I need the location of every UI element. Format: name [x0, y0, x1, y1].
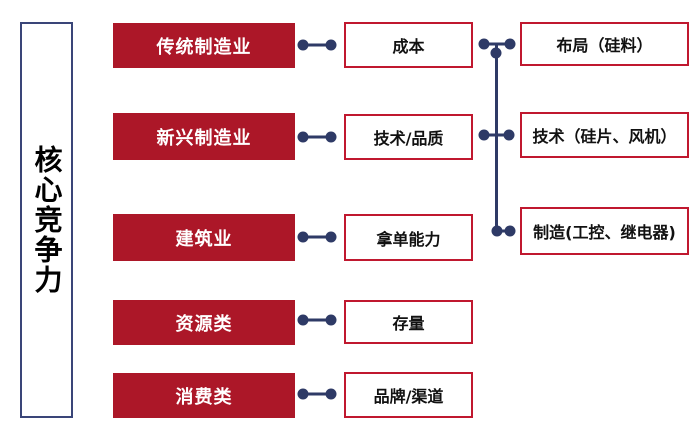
competence-order-winning: 拿单能力: [344, 214, 473, 261]
category-consumer: 消费类: [113, 373, 295, 418]
detail-label: 布局（硅料）: [556, 36, 653, 55]
detail-label: 制造(工控、继电器): [533, 223, 676, 242]
root-label: 核心竞争力: [30, 145, 64, 295]
competence-brand-channel: 品牌/渠道: [344, 372, 473, 418]
competence-stock: 存量: [344, 300, 473, 344]
category-label: 传统制造业: [156, 36, 252, 58]
category-label: 新兴制造业: [156, 127, 252, 149]
detail-label: 技术（硅片、风机）: [532, 127, 677, 146]
competence-cost: 成本: [344, 22, 473, 68]
category-construction: 建筑业: [113, 214, 295, 261]
competence-label: 品牌/渠道: [373, 387, 444, 406]
category-traditional-manufacturing: 传统制造业: [113, 23, 295, 68]
category-emerging-manufacturing: 新兴制造业: [113, 113, 295, 160]
root-box-core-competitiveness: 核心竞争力: [20, 22, 73, 418]
detail-layout-silicon: 布局（硅料）: [520, 22, 689, 66]
competence-label: 存量: [392, 314, 425, 333]
category-resources: 资源类: [113, 300, 295, 345]
category-label: 消费类: [175, 386, 233, 408]
competence-label: 成本: [392, 37, 425, 56]
detail-technology-wafer-windturbine: 技术（硅片、风机）: [520, 112, 689, 158]
competence-technology-quality: 技术/品质: [344, 114, 473, 160]
competence-label: 技术/品质: [373, 129, 444, 148]
category-label: 资源类: [175, 313, 233, 335]
competence-label: 拿单能力: [376, 229, 441, 249]
trunk-top-dot: [490, 47, 502, 59]
detail-manufacturing-industrialcontrol-relay: 制造(工控、继电器): [520, 207, 689, 255]
category-label: 建筑业: [175, 228, 233, 250]
